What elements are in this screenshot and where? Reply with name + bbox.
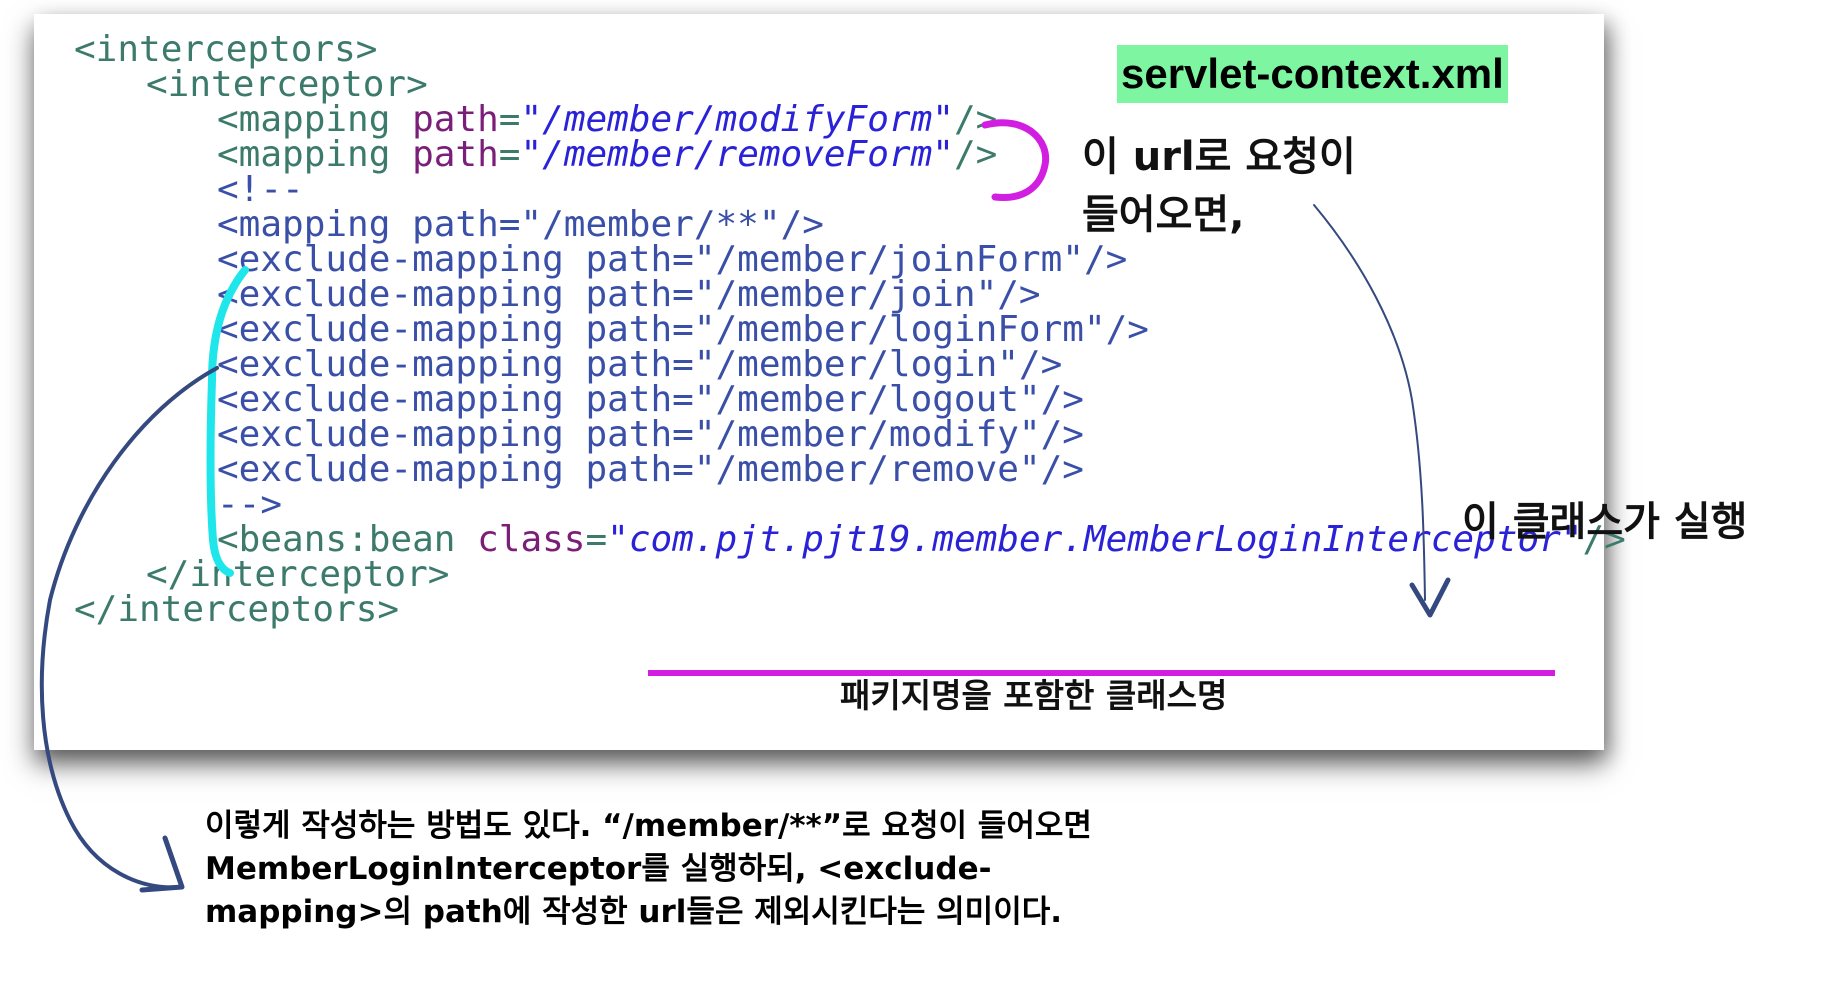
- code-token: "com.pjt.pjt19.member.MemberLoginInterce…: [607, 519, 1583, 560]
- code-token: <interceptors>: [74, 29, 378, 70]
- code-line-7: <exclude-mapping path="/member/join"/>: [217, 274, 1041, 315]
- code-token: "/member/modifyForm": [520, 99, 954, 140]
- code-token: =: [498, 134, 521, 175]
- request-url-note: 이 url로 요청이 들어오면,: [1082, 128, 1356, 244]
- exclude-mapping-explanation: 이렇게 작성하는 방법도 있다. “/member/**”로 요청이 들어오면 …: [205, 808, 1092, 930]
- code-token: <exclude-mapping path="/member/login"/>: [217, 344, 1063, 385]
- code-token: <exclude-mapping path="/member/logout"/>: [217, 379, 1084, 420]
- file-name-label: servlet-context.xml: [1117, 45, 1508, 103]
- code-token: />: [953, 134, 998, 175]
- code-token: </interceptors>: [74, 589, 400, 630]
- package-class-name-note: 패키지명을 포함한 클래스명: [840, 676, 1228, 715]
- code-token: <!--: [217, 169, 304, 210]
- code-token: =: [585, 519, 608, 560]
- class-runs-note: 이 클래스가 실행: [1462, 499, 1748, 545]
- code-token: path: [412, 134, 499, 175]
- code-snippet-panel: <interceptors> <interceptor> <mapping pa…: [34, 14, 1626, 750]
- code-line-16: </interceptors>: [74, 589, 399, 630]
- code-line-4: <!--: [217, 169, 304, 210]
- code-token: <exclude-mapping path="/member/joinForm"…: [217, 239, 1128, 280]
- code-line-1: <interceptor>: [146, 64, 428, 105]
- code-token: <mapping: [217, 99, 413, 140]
- request-url-note-line1: 이 url로 요청이: [1082, 134, 1356, 180]
- request-url-note-line2: 들어오면,: [1082, 192, 1245, 238]
- code-token: =: [498, 99, 521, 140]
- code-line-8: <exclude-mapping path="/member/loginForm…: [217, 309, 1149, 350]
- code-line-3: <mapping path="/member/removeForm"/>: [217, 134, 997, 175]
- code-line-11: <exclude-mapping path="/member/modify"/>: [217, 414, 1084, 455]
- code-line-12: <exclude-mapping path="/member/remove"/>: [217, 449, 1084, 490]
- code-line-6: <exclude-mapping path="/member/joinForm"…: [217, 239, 1127, 280]
- code-token: <exclude-mapping path="/member/join"/>: [217, 274, 1041, 315]
- bracket-to-explanation-arrowhead: [139, 835, 185, 893]
- code-token: class: [477, 519, 586, 560]
- code-line-9: <exclude-mapping path="/member/login"/>: [217, 344, 1062, 385]
- code-token: <exclude-mapping path="/member/remove"/>: [217, 449, 1084, 490]
- code-token: "/member/removeForm": [520, 134, 954, 175]
- code-token: <mapping path="/member/**"/>: [217, 204, 824, 245]
- code-line-5: <mapping path="/member/**"/>: [217, 204, 824, 245]
- code-line-10: <exclude-mapping path="/member/logout"/>: [217, 379, 1084, 420]
- code-line-0: <interceptors>: [74, 29, 377, 70]
- code-token: <exclude-mapping path="/member/loginForm…: [217, 309, 1149, 350]
- code-token: path: [412, 99, 499, 140]
- code-token: <mapping: [217, 134, 413, 175]
- code-token: <exclude-mapping path="/member/modify"/>: [217, 414, 1084, 455]
- code-token: <beans:bean: [217, 519, 478, 560]
- code-token: />: [1582, 519, 1626, 560]
- code-line-2: <mapping path="/member/modifyForm"/>: [217, 99, 997, 140]
- code-token: <interceptor>: [146, 64, 428, 105]
